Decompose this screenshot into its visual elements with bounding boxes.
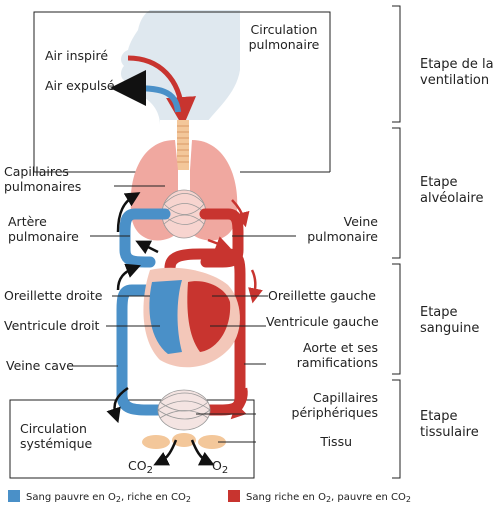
label-veine-pulmonaire-1: Veine: [344, 214, 379, 229]
label-aorte-2: ramifications: [297, 355, 378, 370]
legend-red-text: Sang riche en O2, pauvre en CO2: [246, 492, 411, 504]
step-tissulaire-2: tissulaire: [420, 425, 479, 440]
label-circulation-pulmonaire-1: Circulation: [251, 22, 318, 37]
label-circulation-systemique-2: systémique: [20, 436, 93, 451]
step-ventilation-1: Etape de la: [420, 57, 494, 72]
systemic-circulation-box: [9, 399, 255, 479]
label-oreillette-gauche: Oreillette gauche: [268, 288, 376, 303]
step-alveolaire-2: alvéolaire: [420, 191, 483, 206]
legend-red-swatch: [228, 490, 240, 502]
label-o2: O2: [212, 458, 228, 476]
left-heart-chambers: [187, 281, 231, 352]
label-air-inspire: Air inspiré: [45, 48, 108, 63]
label-capillaires-peripheriques-2: périphériques: [292, 405, 378, 420]
air-inspire-arrow: [127, 55, 197, 127]
label-artere-pulmonaire-1: Artère: [8, 214, 47, 229]
head-silhouette: [121, 10, 240, 125]
legend-blue-text: Sang pauvre en O2, riche en CO2: [26, 492, 191, 504]
tissue: [142, 433, 226, 449]
step-brackets: [392, 5, 401, 479]
legend-blue-swatch: [8, 490, 20, 502]
label-capillaires-pulmonaires-2: pulmonaires: [4, 179, 81, 194]
flow-arrows: [106, 192, 215, 466]
label-artere-pulmonaire-2: pulmonaire: [8, 229, 79, 244]
label-veine-pulmonaire-2: pulmonaire: [307, 229, 378, 244]
label-air-expulse: Air expulsé: [45, 78, 115, 93]
label-tissu: Tissu: [319, 434, 352, 449]
leader-lines: [68, 185, 296, 443]
label-capillaires-peripheriques-1: Capillaires: [313, 390, 378, 405]
step-alveolaire-1: Etape: [420, 175, 458, 190]
label-ventricule-gauche: Ventricule gauche: [266, 314, 379, 329]
label-ventricule-droit: Ventricule droit: [4, 318, 100, 333]
label-circulation-pulmonaire-2: pulmonaire: [249, 37, 320, 52]
label-veine-cave: Veine cave: [6, 358, 74, 373]
peripheral-capillaries: [157, 389, 211, 431]
right-heart-chambers: [149, 280, 182, 354]
label-aorte-1: Aorte et ses: [303, 340, 378, 355]
step-sanguine-1: Etape: [420, 305, 458, 320]
step-sanguine-2: sanguine: [420, 321, 479, 336]
label-capillaires-pulmonaires-1: Capillaires: [4, 164, 69, 179]
air-expulse-arrow: [110, 70, 181, 113]
label-co2: CO2: [128, 458, 153, 476]
label-oreillette-droite: Oreillette droite: [4, 288, 103, 303]
red-flow-arrows: [207, 199, 263, 420]
blue-vessels: [116, 208, 171, 416]
label-circulation-systemique-1: Circulation: [20, 421, 87, 436]
step-ventilation-2: ventilation: [420, 73, 489, 88]
step-tissulaire-1: Etape: [420, 409, 458, 424]
